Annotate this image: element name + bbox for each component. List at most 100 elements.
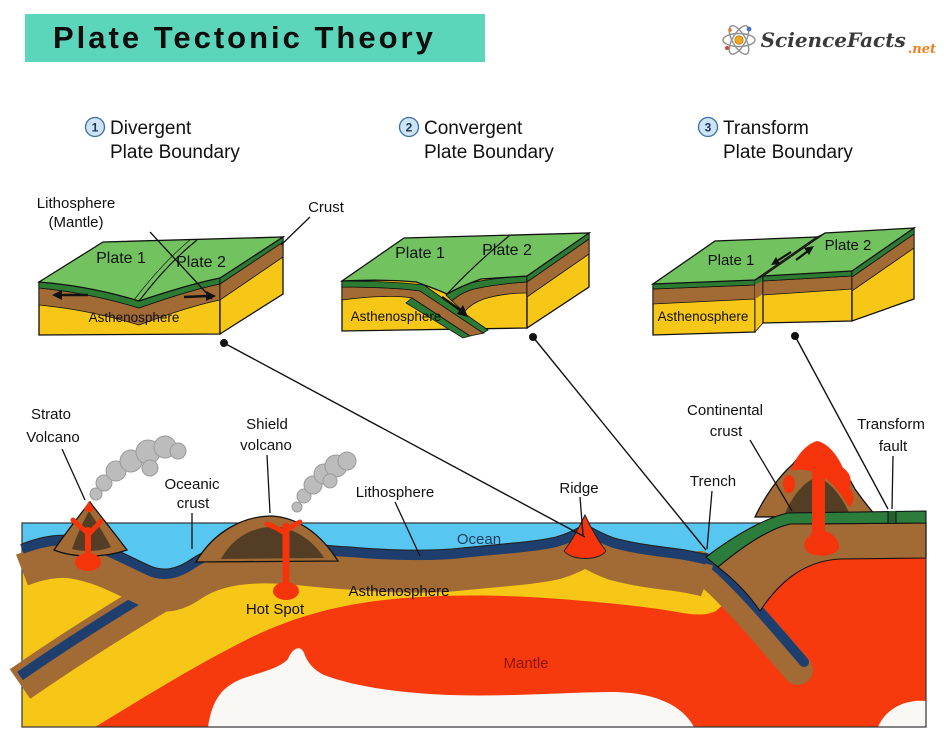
header-number: 3 <box>705 121 712 135</box>
strato-smoke <box>89 435 187 501</box>
arrow-left-head <box>52 290 62 300</box>
plate1-label: Plate 1 <box>395 245 445 262</box>
slab-arrow-shaft <box>441 295 461 312</box>
convergent-slab-crust-top <box>341 280 489 334</box>
transform-sliver-lithosphere <box>755 281 763 299</box>
shield-magma-chamber <box>273 582 299 600</box>
convergent-slab-crust-bottom <box>405 297 471 339</box>
mantle-corner-blob <box>878 700 926 727</box>
oceanic-crust-label-2: crust <box>177 495 210 512</box>
ocean-label: Ocean <box>457 531 501 548</box>
brand-name: ScienceFacts <box>760 28 906 52</box>
shield-label-1: Shield <box>246 416 288 433</box>
lava-drip <box>783 475 795 493</box>
shield-label-2: volcano <box>240 437 292 454</box>
shield-conduit-fork <box>264 519 303 537</box>
smoke-puff <box>141 459 159 477</box>
number-badge-2 <box>398 116 420 138</box>
strato-label-1: Strato <box>31 406 71 423</box>
seafloor-lithosphere-band <box>16 530 714 612</box>
fault-gap <box>888 511 896 523</box>
rift-line-2 <box>133 238 192 301</box>
continental-conduit <box>804 450 840 556</box>
header-transform: 3 Transform Plate Boundary <box>697 116 853 163</box>
arrow-right-shaft <box>183 294 208 299</box>
page-title: Plate Tectonic Theory <box>53 20 436 55</box>
trench-pointer <box>706 490 713 550</box>
slab-arrow-head <box>457 305 468 317</box>
transform-arrow-right-head <box>804 246 814 255</box>
plate2-label: Plate 2 <box>482 242 532 259</box>
continental-crust-layer <box>705 510 927 568</box>
mantle-plume-blob <box>208 648 694 727</box>
subduction-junction-line <box>446 235 510 295</box>
atom-icon <box>721 25 756 55</box>
header-line1: Divergent <box>110 118 192 139</box>
block-transform: Plate 1 Plate 2 Asthenosphere <box>650 226 917 336</box>
lithosphere-pointer <box>149 231 213 300</box>
convergent-plate2-crust <box>445 275 528 302</box>
asthenosphere-label: Asthenosphere <box>658 309 749 324</box>
trench-label: Trench <box>690 473 736 490</box>
header-line2: Plate Boundary <box>424 142 554 163</box>
header-line2: Plate Boundary <box>110 142 240 163</box>
connector-line-divergent <box>223 342 586 538</box>
rift-line <box>138 239 198 302</box>
transform-sliver-crust <box>755 276 763 285</box>
transform-fault-pointer <box>891 455 894 510</box>
block-convergent: Plate 1 Plate 2 Asthenosphere <box>339 231 592 339</box>
oceanic-crust-label-1: Oceanic <box>164 476 220 493</box>
transform-arrow-right-shaft <box>795 250 809 261</box>
shield-volcano <box>194 515 340 600</box>
smoke-puff <box>322 473 338 489</box>
lithosphere-label: Lithosphere <box>356 484 434 501</box>
strato-magma-chamber <box>75 553 101 571</box>
connector-line-transform <box>794 335 889 510</box>
asthenosphere-label: Asthenosphere <box>349 583 450 600</box>
crust-callout: Crust <box>308 199 345 216</box>
transform-fault-notch <box>887 511 897 523</box>
lithosphere-callout-1: Lithosphere <box>37 195 115 212</box>
ridge-label: Ridge <box>559 480 598 497</box>
plate2-label: Plate 2 <box>176 254 226 271</box>
convergent-top-face <box>339 232 592 295</box>
smoke-puff <box>95 474 113 492</box>
number-badge-3 <box>697 116 719 138</box>
header-line1: Convergent <box>424 118 523 139</box>
cross-section: Strato Volcano Shield volcano Oceanic cr… <box>9 332 927 728</box>
continental-crust-pointer <box>749 439 793 512</box>
asthenosphere-label: Asthenosphere <box>351 309 442 324</box>
plate1-label: Plate 1 <box>708 252 755 269</box>
seafloor-outline <box>21 523 708 570</box>
cross-section-labels: Strato Volcano Shield volcano Oceanic cr… <box>26 402 925 672</box>
ridge-pointer <box>579 496 584 536</box>
header-line1: Transform <box>723 118 809 139</box>
oceanic-crust-band <box>20 523 709 580</box>
block-connectors <box>220 332 889 551</box>
shield-pointer <box>266 454 271 514</box>
lithosphere-callout-2: (Mantle) <box>48 214 103 231</box>
continental-crust-label-1: Continental <box>687 402 763 419</box>
transform-fault-label-2: fault <box>879 438 908 455</box>
smoke-puff <box>89 487 103 501</box>
shield-smoke <box>291 451 357 513</box>
crust-pointer <box>280 216 311 246</box>
strato-volcano <box>53 500 129 571</box>
brand-logo: ScienceFacts .net <box>719 20 936 60</box>
connector-line-convergent <box>532 336 707 551</box>
strato-label-2: Volcano <box>26 429 79 446</box>
header-number: 1 <box>92 121 99 135</box>
plate2-label: Plate 2 <box>825 237 872 254</box>
plate1-label: Plate 1 <box>96 250 146 267</box>
smoke-puff <box>337 451 357 471</box>
arrow-right-head <box>206 291 216 301</box>
smoke-puff <box>291 501 303 513</box>
asthenosphere-label: Asthenosphere <box>89 310 180 325</box>
header-number: 2 <box>406 121 413 135</box>
header-line2: Plate Boundary <box>723 142 853 163</box>
lithosphere-pointer <box>394 501 421 557</box>
hot-spot-label: Hot Spot <box>246 601 305 618</box>
smoke-puff <box>169 442 187 460</box>
